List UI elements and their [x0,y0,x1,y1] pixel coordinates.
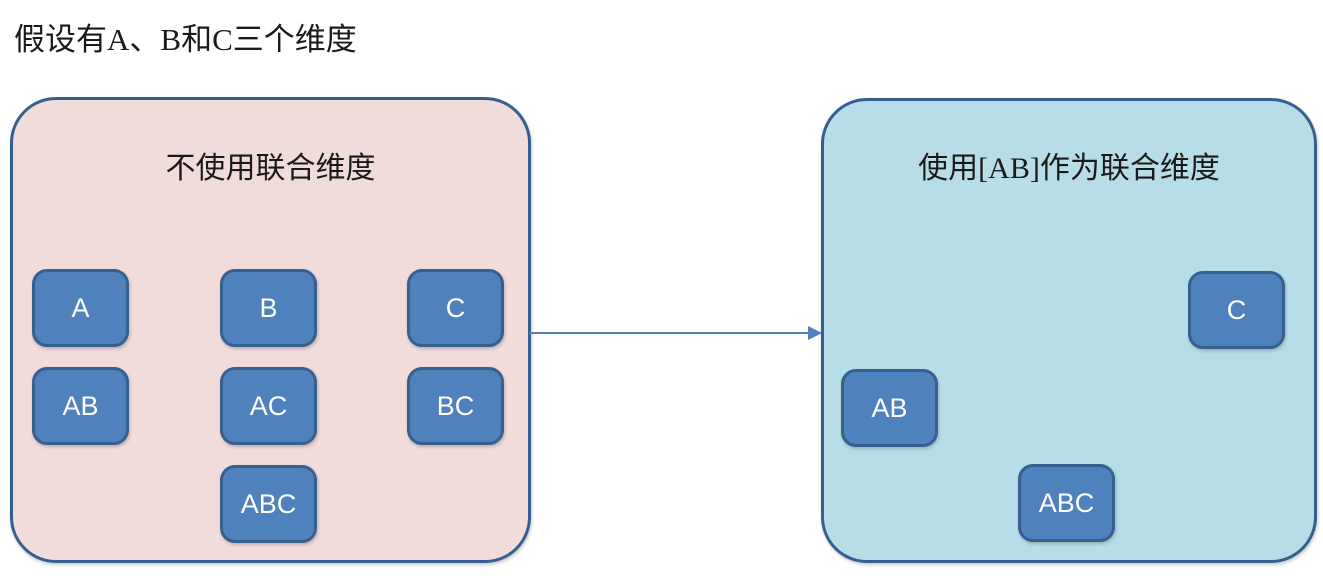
dimension-box-ac: AC [220,367,317,445]
dimension-box-bc: BC [407,367,504,445]
transition-arrow-icon [529,326,822,340]
dimension-box-a: A [32,269,129,347]
joint-dimension-box-c: C [1188,271,1285,349]
diagram-heading: 假设有A、B和C三个维度 [14,22,357,57]
dimension-box-c: C [407,269,504,347]
dimension-box-ab: AB [32,367,129,445]
joint-dimension-box-abc: ABC [1018,464,1115,542]
dimension-box-b: B [220,269,317,347]
panel-no-joint-dimension-title: 不使用联合维度 [165,152,376,185]
panel-with-joint-dimension-title: 使用[AB]作为联合维度 [918,152,1220,185]
dimension-box-abc: ABC [220,465,317,543]
joint-dimension-box-ab: AB [841,369,938,447]
